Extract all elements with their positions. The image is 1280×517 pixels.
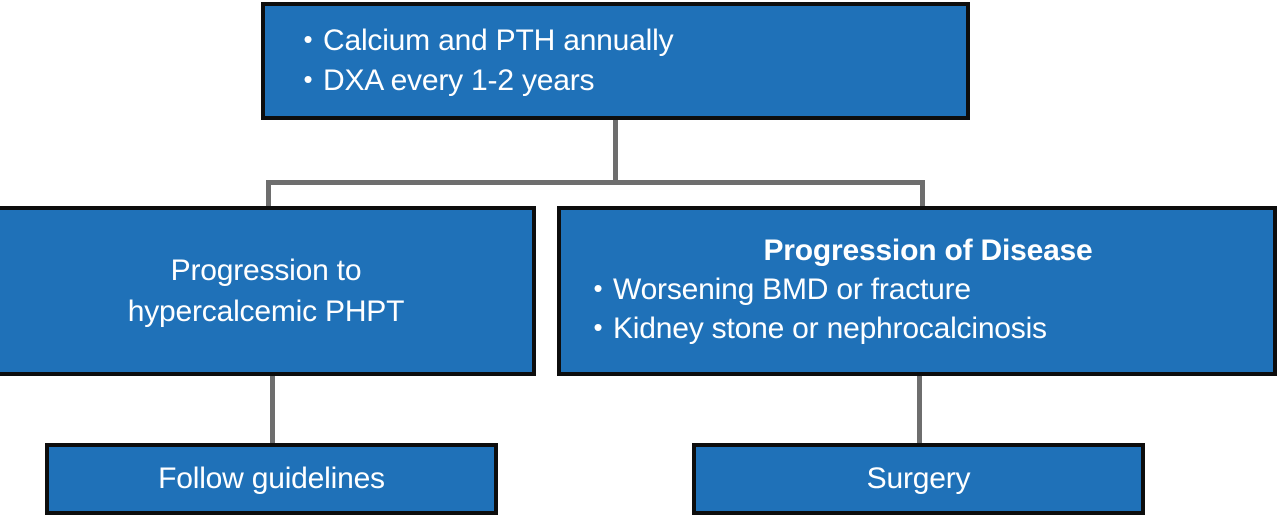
monitoring-bullet-2: DXA every 1-2 years <box>323 64 595 97</box>
connector-progression-hypercalcemic-to-follow-guidelines <box>270 372 275 446</box>
connector-progression-disease-to-surgery <box>917 372 922 446</box>
bullet-icon: • <box>303 64 313 94</box>
progression-disease-bullet-1: Worsening BMD or fracture <box>613 273 971 307</box>
list-item: • Worsening BMD or fracture <box>583 270 1273 309</box>
node-progression-of-disease: Progression of Disease • Worsening BMD o… <box>557 206 1277 376</box>
bullet-icon: • <box>593 312 603 343</box>
list-item: • DXA every 1-2 years <box>293 61 966 101</box>
node-follow-guidelines: Follow guidelines <box>45 443 498 515</box>
list-item: • Calcium and PTH annually <box>293 21 966 61</box>
node-progression-to-hypercalcemic-phpt: Progression to hypercalcemic PHPT <box>0 206 536 376</box>
node-monitoring: • Calcium and PTH annually • DXA every 1… <box>261 2 970 120</box>
connector-drop-to-progression-disease <box>920 180 925 210</box>
monitoring-bullet-list: • Calcium and PTH annually • DXA every 1… <box>293 21 966 101</box>
follow-guidelines-label: Follow guidelines <box>158 462 385 496</box>
progression-disease-bullet-list: • Worsening BMD or fracture • Kidney sto… <box>583 270 1273 348</box>
bullet-icon: • <box>303 24 313 55</box>
progression-hypercalcemic-line-2: hypercalcemic PHPT <box>127 295 405 328</box>
progression-hypercalcemic-line-1: Progression to <box>170 253 362 287</box>
progression-disease-bullet-2: Kidney stone or nephrocalcinosis <box>613 312 1047 346</box>
connector-monitoring-stem <box>613 118 618 183</box>
list-item: • Kidney stone or nephrocalcinosis <box>583 309 1273 348</box>
connector-horizontal-bus <box>266 180 925 185</box>
connector-drop-to-progression-hypercalcemic <box>266 180 271 210</box>
monitoring-bullet-1: Calcium and PTH annually <box>323 24 674 58</box>
bullet-icon: • <box>593 273 603 304</box>
progression-disease-title: Progression of Disease <box>763 233 1093 267</box>
surgery-label: Surgery <box>866 462 971 496</box>
node-surgery: Surgery <box>692 443 1145 515</box>
